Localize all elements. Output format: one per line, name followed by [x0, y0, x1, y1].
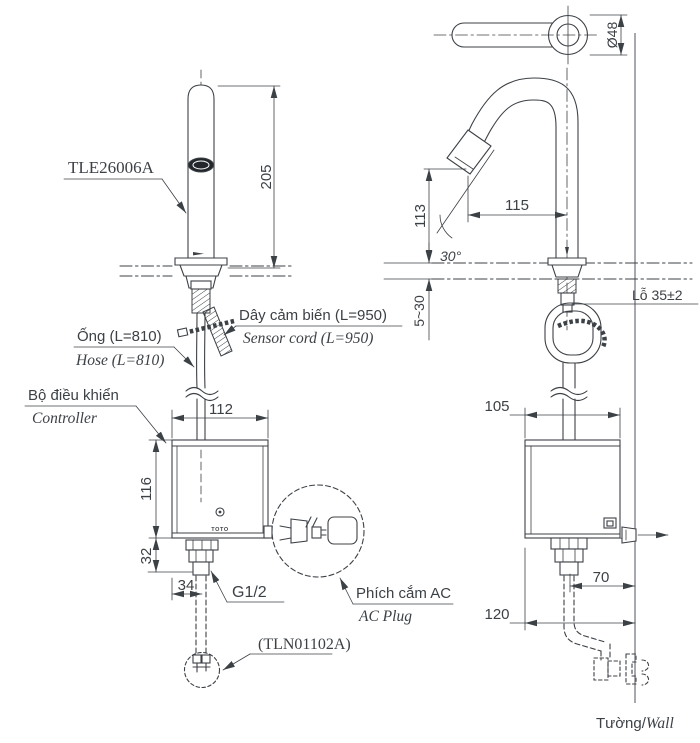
sensor-cord-side — [557, 318, 607, 348]
dim-controller-depth: 105 — [484, 398, 621, 439]
faucet-spout-front — [187, 84, 215, 265]
inlet-fitting-front — [185, 539, 219, 654]
controller-ac-port — [263, 525, 273, 539]
wall-label: Tường/Wall — [596, 715, 674, 732]
dim-112-label: 112 — [209, 401, 233, 418]
controller-led — [215, 507, 225, 517]
ac-plug-detail — [263, 484, 365, 578]
hose-label-en: Hose (L=810) — [75, 352, 164, 369]
brand-logo-text: TOTO — [211, 527, 229, 533]
controller-label-en: Controller — [32, 410, 98, 427]
mounting-side — [544, 257, 607, 441]
ac-plug-side — [621, 526, 669, 544]
dim-205-label: 205 — [258, 164, 275, 189]
dim-inlet-offset: 34 — [171, 577, 203, 601]
dim-116-label: 116 — [138, 477, 155, 501]
dim-120-label: 120 — [484, 606, 509, 623]
ac-plug-label-en: AC Plug — [358, 608, 412, 625]
sensor-cord-bundle — [202, 306, 233, 357]
dim-30deg-label: 30° — [440, 248, 462, 264]
controller-callout: Bộ điều khiển Controller — [24, 387, 167, 444]
dim-spout-reach: 115 — [467, 175, 568, 223]
product-code-callout: TLE26006A — [63, 158, 187, 214]
cord-connector — [176, 327, 189, 338]
sensor-cord-label-en: Sensor cord (L=950) — [243, 330, 373, 347]
controller-box-front: TOTO — [171, 439, 269, 539]
valve-code-callout: (TLN01102A) — [222, 636, 351, 671]
shaft-collar — [190, 280, 212, 290]
dim-5-30-label: 5~30 — [411, 295, 427, 327]
wall-label-en: Wall — [646, 715, 674, 732]
front-view: TOTO 205 — [24, 69, 454, 689]
dim-115-label: 115 — [505, 197, 529, 214]
sensor-cord-callout: Dây cảm biến (L=950) Sensor cord (L=950) — [223, 307, 403, 347]
ac-plug-body — [290, 518, 308, 544]
dim-spout-height: 205 — [217, 85, 281, 269]
threaded-shaft — [191, 288, 211, 314]
dim-105-label: 105 — [484, 398, 509, 415]
product-code-text: TLE26006A — [68, 158, 155, 177]
thread-label: G1/2 — [232, 584, 267, 601]
angle-annotation: 30° — [436, 149, 495, 264]
hose-callout: Ống (L=810) Hose (L=810) — [73, 327, 195, 369]
hose-label-vi: Ống (L=810) — [77, 327, 162, 345]
ac-plug-label-vi: Phích cắm AC — [356, 585, 451, 602]
spout-top-view — [433, 5, 601, 65]
dim-113-label: 113 — [412, 204, 429, 228]
valve-code-text: (TLN01102A) — [258, 636, 351, 653]
dim-spout-diameter: Ø48 — [589, 14, 628, 56]
ac-adapter — [327, 516, 358, 545]
dim-controller-width: 112 — [171, 401, 269, 439]
wall-label-vi: Tường/ — [596, 715, 647, 732]
dim-70-label: 70 — [593, 569, 610, 586]
sensor-window-ring — [192, 160, 210, 170]
dim-deck-thickness: 5~30 — [383, 242, 433, 341]
hole-callout: Lỗ 35±2 — [571, 287, 699, 305]
wall-valve — [593, 653, 650, 686]
hose-loop-inner — [552, 310, 594, 356]
outlet-arrow-mark — [193, 252, 204, 256]
sensor-cord-label-vi: Dây cảm biến (L=950) — [239, 307, 387, 324]
flow-mark — [565, 247, 569, 256]
dim-controller-to-wall: 120 — [484, 547, 636, 631]
stop-valve-front — [183, 651, 221, 689]
dim-pipe-to-wall: 70 — [569, 569, 636, 593]
side-view: Ø48 113 30° 115 — [383, 5, 699, 732]
controller-label-vi: Bộ điều khiển — [28, 387, 119, 404]
gooseneck-side — [446, 67, 579, 331]
sensor-window — [188, 157, 214, 173]
ac-plug-callout: Phích cắm AC AC Plug — [339, 577, 454, 625]
dim-32-label: 32 — [138, 548, 155, 565]
dim-34-label: 34 — [178, 577, 195, 594]
inlet-fitting-side — [550, 537, 611, 661]
hole-label: Lỗ 35±2 — [632, 287, 683, 303]
controller-box-side — [524, 439, 636, 542]
spout-nozzle — [446, 129, 492, 175]
dim-controller-height: 116 32 — [138, 439, 194, 573]
sensor-cord-beads — [183, 318, 235, 336]
counter-lines-front — [119, 265, 293, 277]
dim-d48-label: Ø48 — [604, 22, 620, 49]
thread-callout: G1/2 — [210, 570, 285, 603]
